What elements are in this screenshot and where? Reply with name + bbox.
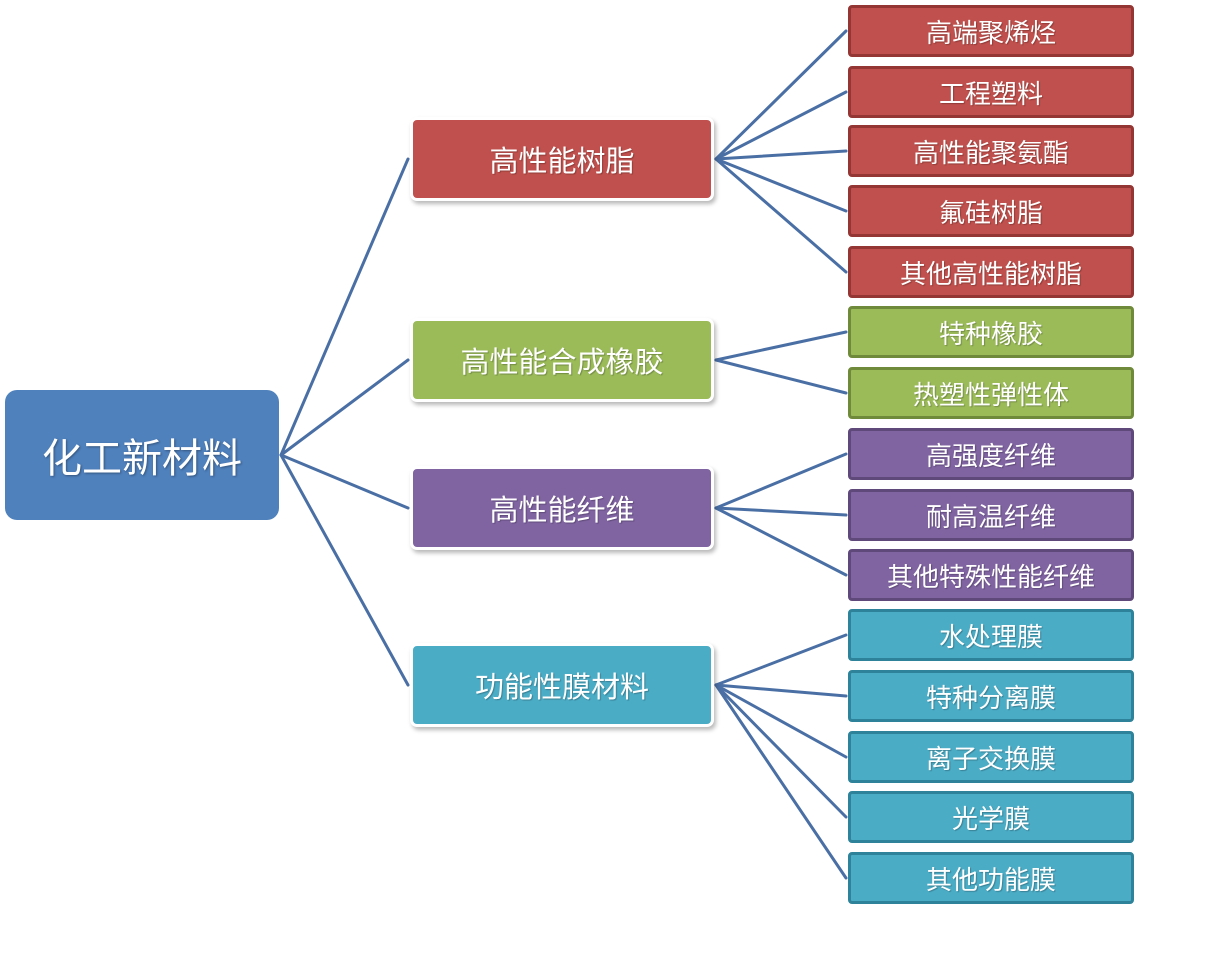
connector-line [714, 683, 848, 819]
connector-line [279, 453, 410, 687]
leaf-node: 高强度纤维 [848, 428, 1134, 480]
leaf-node: 高端聚烯烃 [848, 5, 1134, 57]
leaf-node: 其他功能膜 [848, 852, 1134, 904]
leaf-node: 热塑性弹性体 [848, 367, 1134, 419]
leaf-node: 耐高温纤维 [848, 489, 1134, 541]
connector-line [714, 633, 848, 687]
category-high-performance-resin: 高性能树脂 [410, 117, 714, 201]
leaf-node: 特种分离膜 [848, 670, 1134, 722]
connector-line [714, 683, 848, 759]
leaf-node: 水处理膜 [848, 609, 1134, 661]
leaf-node: 工程塑料 [848, 66, 1134, 118]
leaf-node: 其他高性能树脂 [848, 246, 1134, 298]
connector-line [714, 358, 848, 395]
leaf-node: 氟硅树脂 [848, 185, 1134, 237]
connector-line [714, 683, 848, 698]
connector-line [714, 683, 848, 880]
connector-line [279, 358, 410, 457]
root-node: 化工新材料 [5, 390, 279, 520]
connector-line [279, 453, 410, 510]
connector-line [279, 157, 410, 457]
connector-line [714, 149, 848, 161]
leaf-node: 高性能聚氨酯 [848, 125, 1134, 177]
connector-line [714, 90, 848, 161]
leaf-node: 其他特殊性能纤维 [848, 549, 1134, 601]
connector-line [714, 506, 848, 517]
category-high-performance-rubber: 高性能合成橡胶 [410, 318, 714, 402]
connector-line [714, 29, 848, 161]
leaf-node: 离子交换膜 [848, 731, 1134, 783]
leaf-node: 光学膜 [848, 791, 1134, 843]
connector-line [714, 330, 848, 362]
connector-line [714, 506, 848, 577]
category-functional-membrane: 功能性膜材料 [410, 643, 714, 727]
leaf-node: 特种橡胶 [848, 306, 1134, 358]
category-high-performance-fiber: 高性能纤维 [410, 466, 714, 550]
connector-line [714, 157, 848, 213]
connector-line [714, 452, 848, 510]
connector-line [714, 157, 848, 274]
